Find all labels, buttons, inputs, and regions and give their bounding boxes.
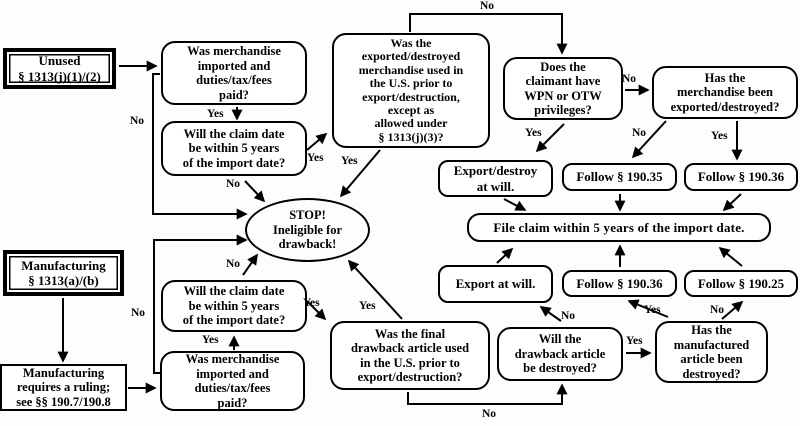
node-merch-used-before-export: Was the exported/destroyed merchandise u… xyxy=(332,33,490,148)
arrow-claim5-top-yes xyxy=(306,132,328,151)
arrow-final-used-no-to-destroy xyxy=(407,383,568,405)
edge-label-yes: Yes xyxy=(359,300,376,312)
edge-label-yes: Yes xyxy=(202,334,219,346)
node-claim-within-5-years-top: Will the claim date be within 5 years of… xyxy=(161,121,307,176)
arrow-manuf-destroyed-no-to-190-25 xyxy=(721,300,744,320)
edge-label-yes: Yes xyxy=(626,335,643,347)
arrow-export-at-will-to-file-claim xyxy=(496,247,514,264)
node-stop-ineligible: STOP! Ineligible for drawback! xyxy=(245,198,370,262)
arrow-destroy-no-to-export-at-will xyxy=(539,306,562,322)
edge-label-no: No xyxy=(561,310,576,322)
node-claim-within-5-years-bottom: Will the claim date be within 5 years of… xyxy=(161,280,307,332)
edge-label-yes: Yes xyxy=(207,108,224,120)
arrow-claim5-bottom-yes-to-final-used xyxy=(306,300,327,321)
node-merch-exported-destroyed: Has the merchandise been exported/destro… xyxy=(652,66,798,119)
arrow-used-top-yes-to-stop xyxy=(339,149,381,198)
node-export-at-will: Export at will. xyxy=(438,265,553,303)
arrow-imported-bottom-no-to-stop xyxy=(153,234,248,374)
node-manufacturing-ruling: Manufacturing requires a ruling; see §§ … xyxy=(0,364,127,411)
arrow-final-used-yes-to-stop xyxy=(347,259,403,320)
node-export-destroy-at-will: Export/destroy at will. xyxy=(438,160,553,197)
node-imported-paid-top: Was merchandise imported and duties/tax/… xyxy=(161,41,307,105)
node-manufactured-article-destroyed: Has the manufactured article been destro… xyxy=(655,321,768,383)
node-drawback-article-destroyed: Will the drawback article be destroyed? xyxy=(497,327,623,381)
edge-label-yes: Yes xyxy=(525,127,542,139)
node-imported-paid-bottom: Was merchandise imported and duties/tax/… xyxy=(160,351,305,411)
node-wpn-otw-privileges: Does the claimant have WPN or OTW privil… xyxy=(503,57,623,120)
edge-label-yes: Yes xyxy=(711,130,728,142)
edge-label-no: No xyxy=(482,408,497,420)
node-follow-190-35: Follow § 190.35 xyxy=(562,163,677,191)
edge-label-no: No xyxy=(226,258,241,270)
node-manufacturing-1313ab: Manufacturing § 1313(a)/(b) xyxy=(3,250,124,296)
edge-label-no: No xyxy=(130,115,145,127)
edge-label-yes: Yes xyxy=(303,297,320,309)
edge-label-no: No xyxy=(632,127,647,139)
edge-label-yes: Yes xyxy=(307,152,324,164)
node-file-claim-5-years: File claim within 5 years of the import … xyxy=(467,213,771,242)
edge-label-no: No xyxy=(622,73,637,85)
arrow-imported-top-no-to-stop xyxy=(152,73,248,220)
arrow-claim5-bottom-no-to-stop xyxy=(242,253,258,276)
node-unused-1313j12: Unused § 1313(j)(1)/(2) xyxy=(3,48,116,89)
edge-label-no: No xyxy=(710,304,725,316)
edge-label-yes: Yes xyxy=(644,304,661,316)
node-follow-190-36-bottom: Follow § 190.36 xyxy=(562,270,677,297)
arrow-wpn-yes-to-export-destroy xyxy=(535,123,565,153)
arrow-190-25-to-file-claim xyxy=(718,246,743,267)
node-follow-190-25: Follow § 190.25 xyxy=(684,270,798,297)
edge-label-yes: Yes xyxy=(341,155,358,167)
arrow-used-top-no-to-wpn xyxy=(409,13,568,55)
arrow-190-36-top-to-file-claim xyxy=(722,193,742,212)
edge-label-no: No xyxy=(480,0,495,12)
node-follow-190-36-top: Follow § 190.36 xyxy=(684,163,798,191)
arrow-manuf-destroyed-yes-to-190-36 xyxy=(627,299,669,318)
arrow-claim5-top-no-to-stop xyxy=(244,180,266,203)
edge-label-no: No xyxy=(226,178,241,190)
arrow-export-destroy-to-file-claim xyxy=(503,198,527,211)
edge-label-no: No xyxy=(131,307,146,319)
arrow-exported-no-to-190-35 xyxy=(631,120,667,159)
node-final-article-used: Was the final drawback article used in t… xyxy=(330,321,490,390)
